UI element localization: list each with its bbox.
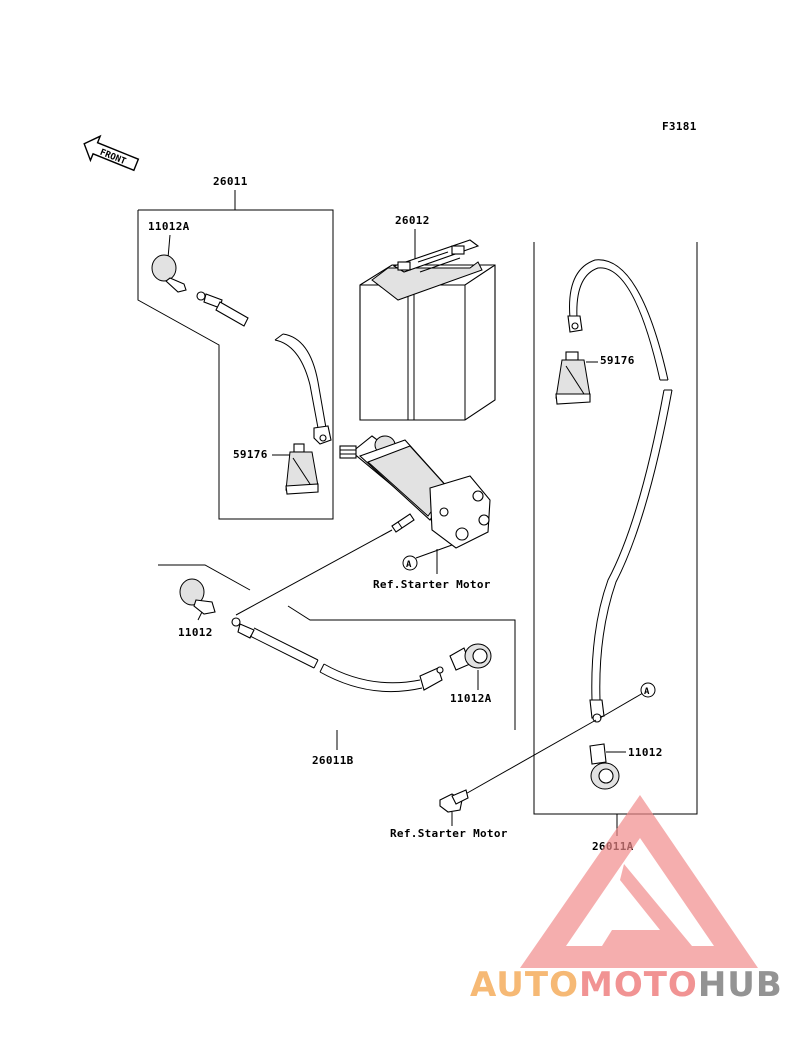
label-11012-right: 11012 <box>628 746 663 759</box>
label-26011: 26011 <box>213 175 248 188</box>
cable-assembly-right: 59176 11012 A Ref.Starter Motor 26011A <box>390 242 698 853</box>
terminal-cap-right <box>589 743 620 790</box>
terminal-cap-left <box>151 254 187 293</box>
label-26012: 26012 <box>395 214 430 227</box>
watermark-part2: MOTO <box>579 965 698 1005</box>
callout-a-upper-label: A <box>406 560 412 570</box>
label-11012-bottom-left: 11012 <box>178 626 213 639</box>
watermark-part3: HUB <box>698 965 783 1005</box>
watermark-text: AUTOMOTOHUB <box>470 965 783 1005</box>
ref-starter-motor-upper: Ref.Starter Motor <box>373 578 491 591</box>
starter-bolt-lower <box>439 789 469 813</box>
terminal-cap-bottom-mid <box>449 643 492 671</box>
starter-motor <box>339 435 491 549</box>
label-11012a-bottom: 11012A <box>450 692 492 705</box>
front-arrow-icon: FRONT <box>83 134 140 172</box>
callout-a-upper: A <box>402 544 453 574</box>
terminal-cap-bottom-left <box>179 578 216 615</box>
rubber-boot-left <box>285 443 319 495</box>
ref-starter-motor-lower: Ref.Starter Motor <box>390 827 508 840</box>
watermark-logo: AUTOMOTOHUB <box>470 795 783 1005</box>
watermark-part1: AUTO <box>470 965 579 1005</box>
label-26011b: 26011B <box>312 754 354 767</box>
figure-code: F3181 <box>662 120 697 133</box>
label-11012a-top: 11012A <box>148 220 190 233</box>
callout-a-right-label: A <box>644 687 650 697</box>
label-59176-left: 59176 <box>233 448 268 461</box>
terminal-left <box>196 291 249 327</box>
cable-assembly-left: 26011 11012A 59176 <box>137 175 334 520</box>
rubber-boot-right <box>555 351 591 405</box>
cable-assembly-bottom: 11012 11012A 26011B <box>158 529 516 767</box>
battery: 26012 <box>359 214 496 421</box>
label-59176-right: 59176 <box>600 354 635 367</box>
